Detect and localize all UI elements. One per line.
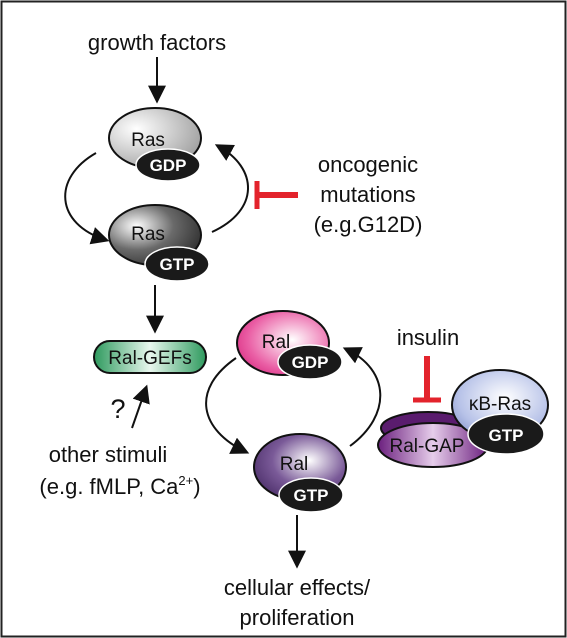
ras-gdp-node: Ras GDP	[108, 107, 202, 182]
effects-line2: proliferation	[240, 605, 355, 630]
oncogenic-inhibition	[254, 181, 298, 209]
growth-factors-label: growth factors	[88, 30, 226, 55]
other-stimuli-prefix: (e.g. fMLP, Ca	[39, 474, 179, 499]
ral-gtp-label: Ral	[280, 454, 309, 475]
ral-gap-node: Ral-GAP	[377, 411, 489, 468]
ras-gdp-label: Ras	[131, 130, 165, 151]
ras-gdp-nucleotide: GDP	[150, 156, 187, 175]
calcium-superscript: 2+	[178, 473, 193, 488]
ras-gtp-node: Ras GTP	[108, 204, 210, 282]
insulin-label: insulin	[397, 325, 459, 350]
insulin-inhibition	[413, 356, 441, 403]
ral-gdp-nucleotide: GDP	[292, 353, 329, 372]
other-stimuli-suffix: )	[193, 474, 200, 499]
other-stimuli-line2: (e.g. fMLP, Ca2+)	[39, 473, 200, 499]
ral-gdp-label: Ral	[262, 332, 291, 353]
ral-gtp-node: Ral GTP	[253, 433, 347, 513]
question-mark: ?	[110, 394, 125, 424]
gtp-pill	[278, 477, 344, 513]
other-stimuli-line1: other stimuli	[49, 442, 168, 467]
effects-line1: cellular effects/	[224, 575, 371, 600]
kb-ras-nucleotide: GTP	[489, 426, 524, 445]
kb-ras-node: κB-Ras GTP	[451, 369, 549, 455]
gdp-pill	[135, 148, 201, 182]
ral-gefs-label: Ral-GEFs	[108, 348, 191, 369]
ras-inactivation-arrow	[211, 144, 249, 233]
ral-gap-label: Ral-GAP	[390, 436, 465, 457]
oncogenic-label-line1: oncogenic	[318, 152, 418, 177]
ral-gdp-node: Ral GDP	[236, 310, 343, 380]
ral-activation-arrow	[205, 357, 250, 454]
ras-gtp-nucleotide: GTP	[160, 255, 195, 274]
kb-ras-label: κB-Ras	[469, 394, 531, 415]
other-stimuli-arrow	[131, 384, 150, 429]
oncogenic-label-line3: (e.g.G12D)	[314, 212, 423, 237]
gdp-pill	[277, 344, 343, 380]
ral-gefs-node: Ral-GEFs	[93, 340, 207, 374]
oncogenic-label-line2: mutations	[320, 182, 415, 207]
ral-gtp-nucleotide: GTP	[294, 486, 329, 505]
ras-activation-arrow	[64, 152, 110, 245]
gtp-pill	[467, 413, 545, 455]
ral-inactivation-arrow	[342, 347, 382, 447]
gtp-pill	[144, 246, 210, 282]
ras-gtp-label: Ras	[131, 224, 165, 245]
